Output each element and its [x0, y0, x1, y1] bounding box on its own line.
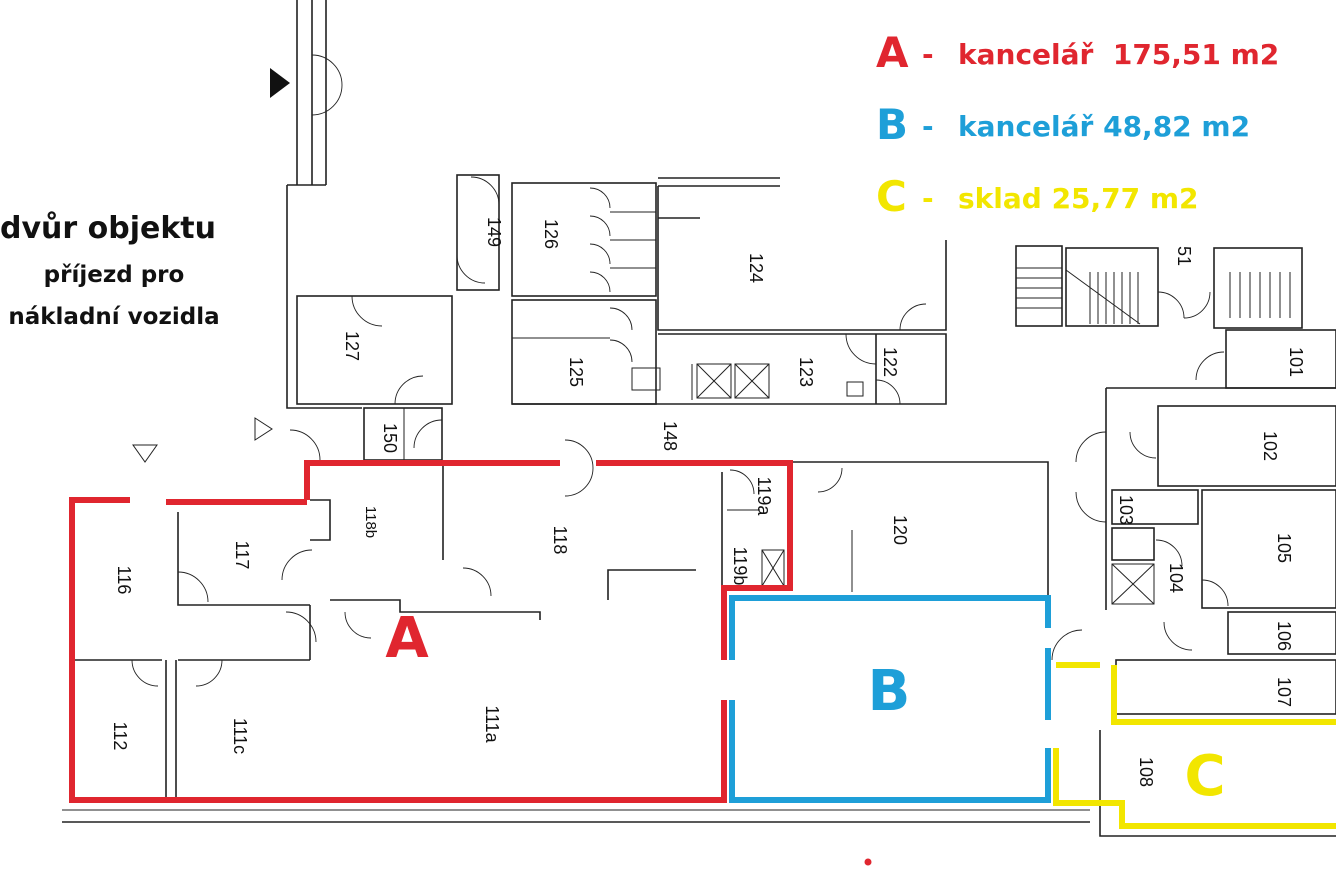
room-116: 116: [114, 566, 134, 595]
zone-c-outline: [1053, 662, 1336, 829]
legend-item-c: C - sklad 25,77 m2: [876, 172, 1199, 221]
room-51: 51: [1174, 246, 1194, 266]
walls: [62, 0, 1336, 837]
room-112: 112: [110, 722, 130, 751]
room-103: 103: [1116, 495, 1136, 525]
legend-item-b: B - kancelář 48,82 m2: [876, 100, 1250, 149]
room-123: 123: [796, 357, 816, 387]
legend-c-text: sklad 25,77 m2: [958, 182, 1199, 215]
room-122: 122: [880, 347, 900, 377]
room-102: 102: [1260, 431, 1280, 461]
zone-b-label: B: [868, 659, 911, 724]
courtyard-label: dvůr objektu příjezd pro nákladní vozidl…: [0, 210, 220, 330]
zone-c-label: C: [1184, 744, 1225, 809]
room-126: 126: [541, 219, 561, 249]
room-108: 108: [1136, 757, 1156, 787]
room-105: 105: [1274, 533, 1294, 563]
room-125: 125: [566, 357, 586, 387]
courtyard-line-1: příjezd pro: [44, 262, 185, 288]
legend-b-letter: B: [876, 100, 908, 149]
legend-a-text: kancelář 175,51 m2: [958, 38, 1279, 71]
legend-b-dash: -: [922, 110, 934, 143]
legend-a-letter: A: [876, 28, 909, 77]
legend-b-text: kancelář 48,82 m2: [958, 110, 1250, 143]
room-111a: 111a: [482, 705, 502, 743]
courtyard-line-2: nákladní vozidla: [8, 304, 219, 330]
zone-a-label: A: [385, 606, 429, 671]
room-127: 127: [342, 331, 362, 361]
legend: A - kancelář 175,51 m2 B - kancelář 48,8…: [876, 28, 1279, 221]
room-120: 120: [890, 515, 910, 545]
room-124: 124: [746, 253, 766, 283]
room-119a: 119a: [754, 477, 774, 517]
room-118: 118: [550, 526, 570, 555]
entrance-arrow-icon: [270, 68, 290, 98]
room-149: 149: [484, 217, 504, 247]
legend-c-letter: C: [876, 172, 907, 221]
courtyard-title: dvůr objektu: [0, 210, 216, 246]
legend-a-dash: -: [922, 38, 934, 71]
room-107: 107: [1274, 677, 1294, 707]
room-150: 150: [380, 423, 400, 453]
room-119b: 119b: [730, 547, 750, 586]
room-117: 117: [232, 541, 252, 570]
room-118b: 118b: [362, 506, 379, 538]
legend-c-dash: -: [922, 182, 934, 215]
zone-b-outline: [729, 595, 1051, 803]
marker-dot: [864, 858, 872, 866]
legend-item-a: A - kancelář 175,51 m2: [876, 28, 1279, 77]
room-148: 148: [660, 421, 680, 451]
zone-a-outline: [69, 460, 793, 803]
room-106: 106: [1274, 621, 1294, 651]
room-labels: 149 126 124 127 125 123 122 51 101 150 1…: [110, 217, 1306, 787]
room-101: 101: [1286, 347, 1306, 377]
room-111c: 111c: [230, 718, 250, 754]
room-104: 104: [1166, 563, 1186, 593]
